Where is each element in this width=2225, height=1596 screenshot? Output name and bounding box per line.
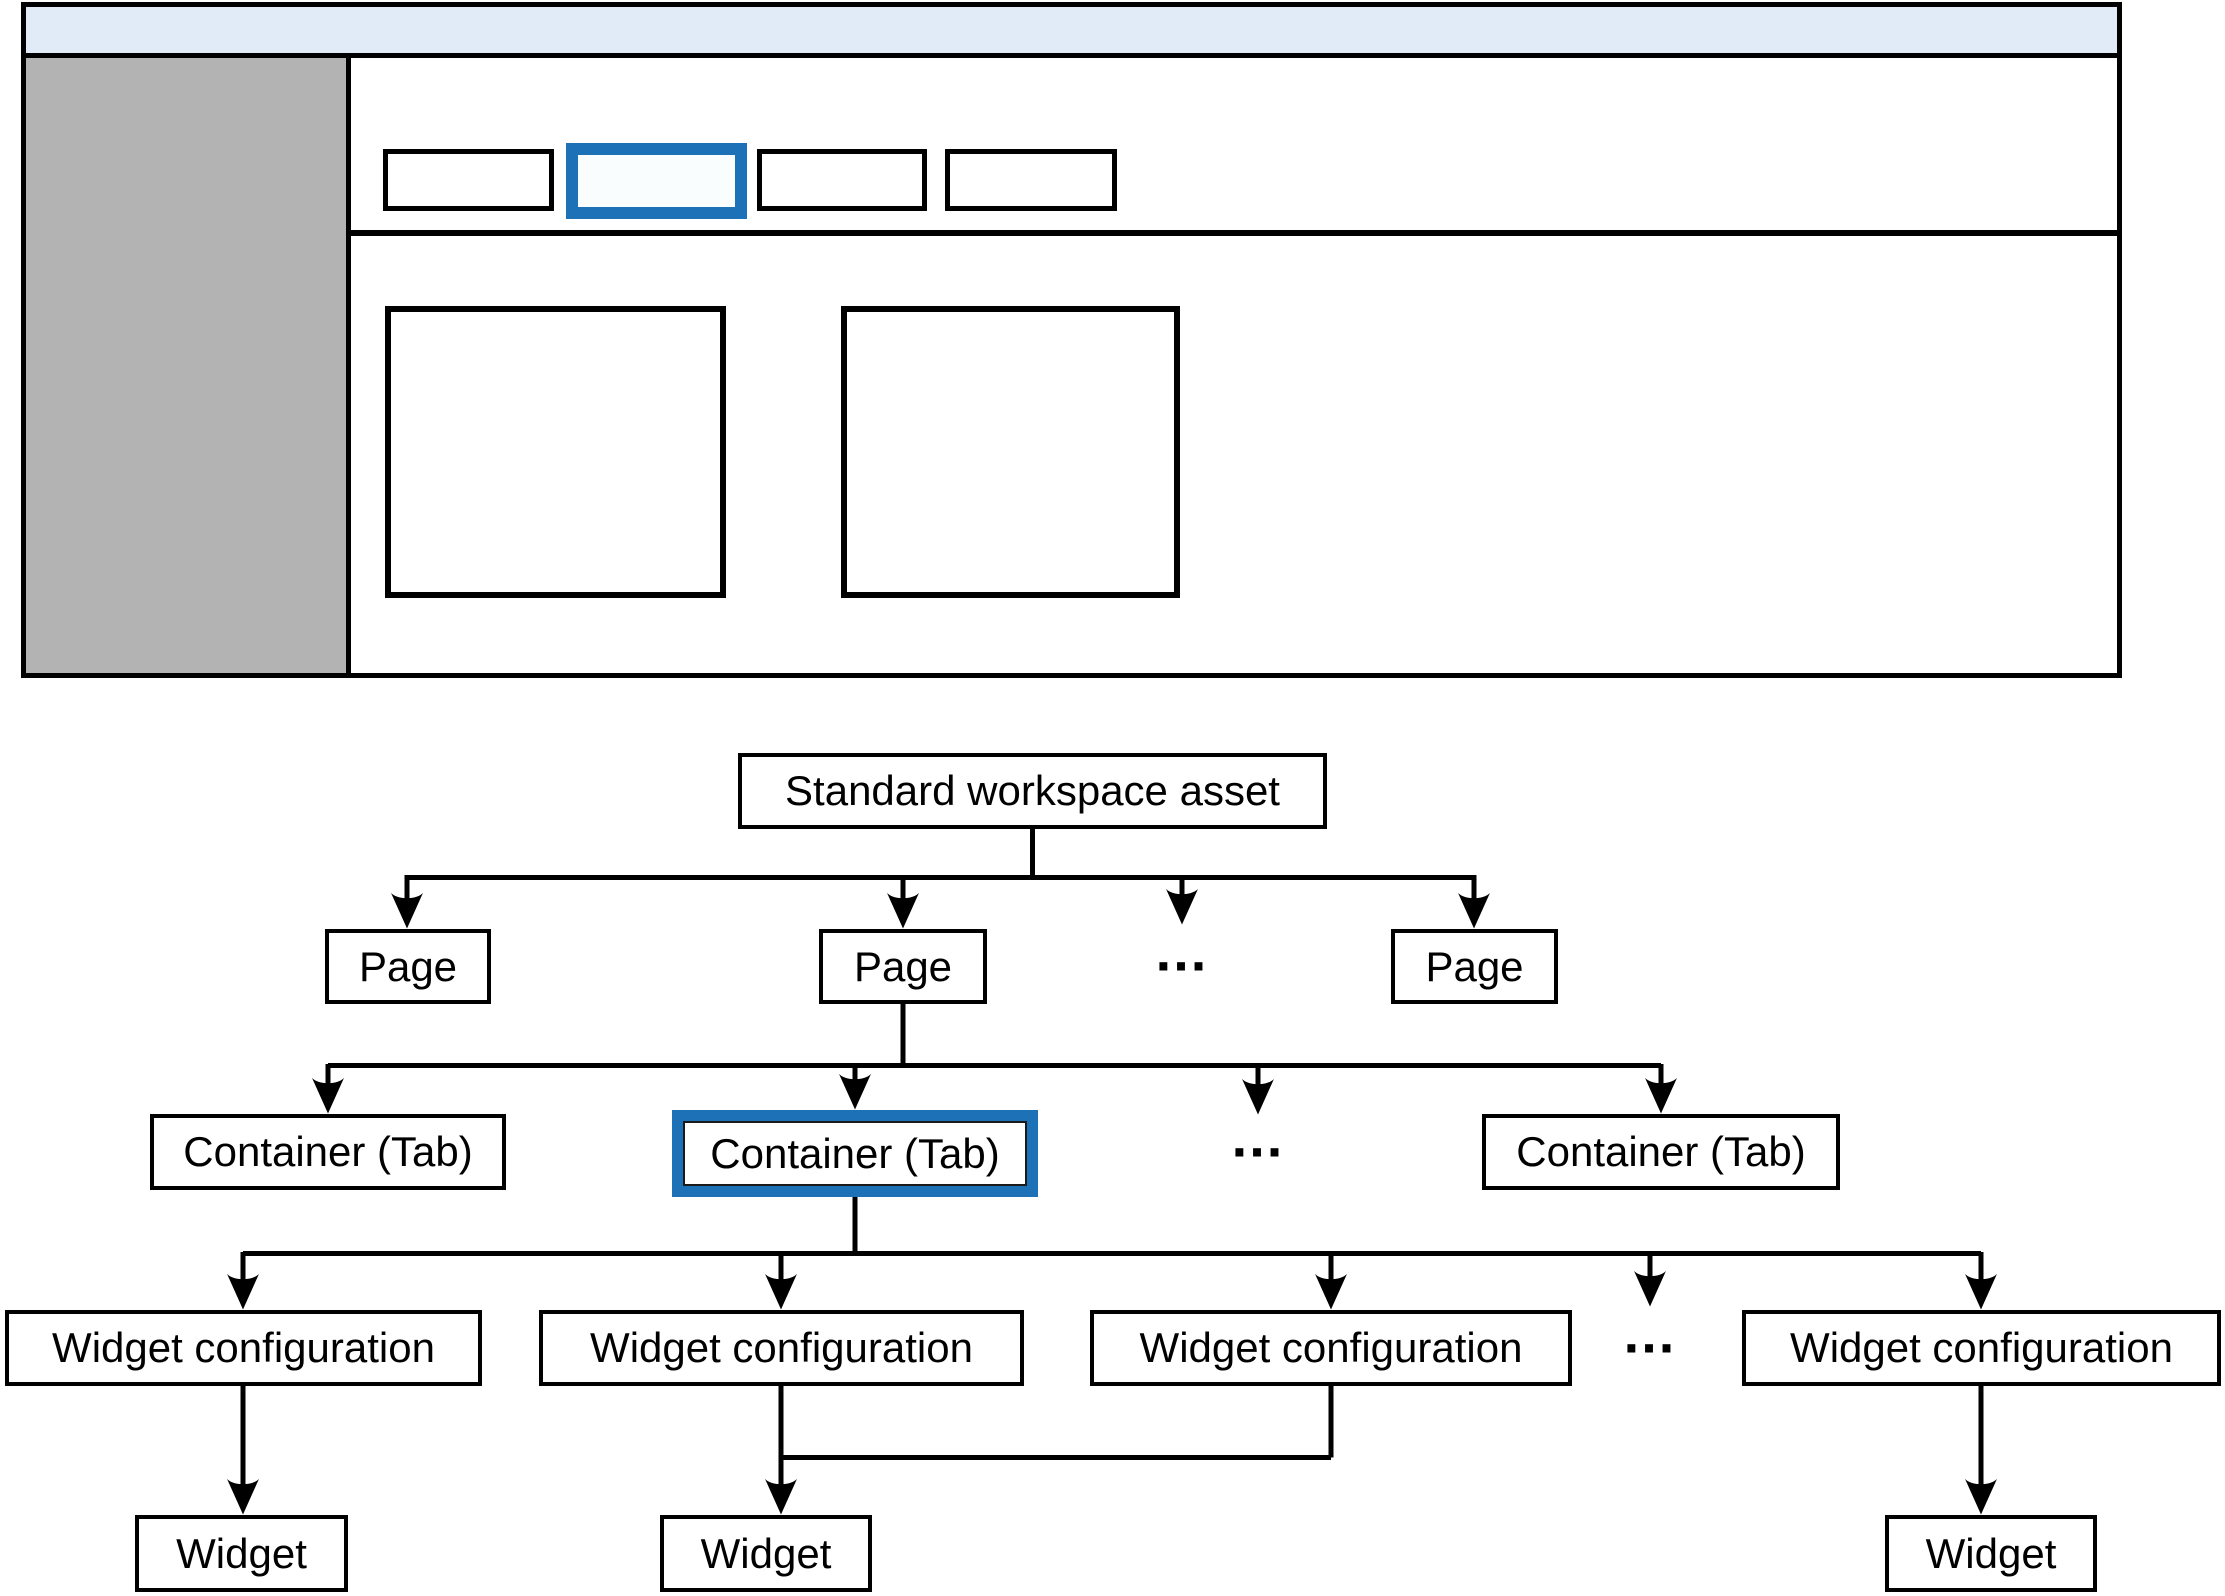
node-container-tab-3: Container (Tab) <box>1482 1114 1840 1190</box>
node-standard-workspace-asset: Standard workspace asset <box>738 753 1327 829</box>
node-label: Standard workspace asset <box>785 767 1280 814</box>
node-widget-configuration-1: Widget configuration <box>5 1310 482 1386</box>
node-widget-1: Widget <box>135 1515 348 1592</box>
node-widget-configuration-3: Widget configuration <box>1090 1310 1572 1386</box>
mockup-tab-2-active <box>566 143 747 219</box>
node-widget-2: Widget <box>660 1515 872 1592</box>
node-widget-3: Widget <box>1885 1515 2097 1592</box>
ellipsis-widget-configurations: ... <box>1623 1300 1677 1364</box>
mockup-tab-1 <box>383 149 554 211</box>
node-page-1: Page <box>325 929 491 1004</box>
ellipsis-pages: ... <box>1155 919 1209 983</box>
node-label: Container (Tab) <box>1516 1128 1806 1175</box>
node-label: Page <box>1425 942 1524 990</box>
mockup-widget-panel-2 <box>841 306 1180 598</box>
node-label: Widget <box>700 1529 832 1577</box>
node-container-tab-2-highlighted: Container (Tab) <box>672 1110 1038 1197</box>
mockup-widget-panel-1 <box>385 306 726 598</box>
mockup-tab-4 <box>945 149 1117 211</box>
node-label: Container (Tab) <box>710 1129 1000 1177</box>
node-label: Widget configuration <box>52 1324 435 1371</box>
node-label: Page <box>358 942 458 990</box>
node-label: Container (Tab) <box>183 1128 473 1175</box>
mockup-tabbar-divider <box>351 230 2122 236</box>
node-widget-configuration-4: Widget configuration <box>1742 1310 2221 1386</box>
node-label: Widget configuration <box>590 1324 973 1371</box>
node-label: Widget <box>176 1529 307 1577</box>
node-label: Widget configuration <box>1139 1324 1523 1371</box>
mockup-header-bar <box>21 2 2122 58</box>
mockup-sidebar <box>21 53 351 678</box>
node-label: Widget configuration <box>1790 1324 2173 1371</box>
node-label: Page <box>853 942 953 990</box>
mockup-tab-3 <box>757 149 927 211</box>
node-label: Widget <box>1925 1529 2057 1577</box>
ellipsis-containers: ... <box>1231 1104 1285 1168</box>
node-widget-configuration-2: Widget configuration <box>539 1310 1024 1386</box>
node-page-3: Page <box>1391 929 1558 1004</box>
node-container-tab-1: Container (Tab) <box>150 1114 506 1190</box>
node-page-2: Page <box>819 929 987 1004</box>
